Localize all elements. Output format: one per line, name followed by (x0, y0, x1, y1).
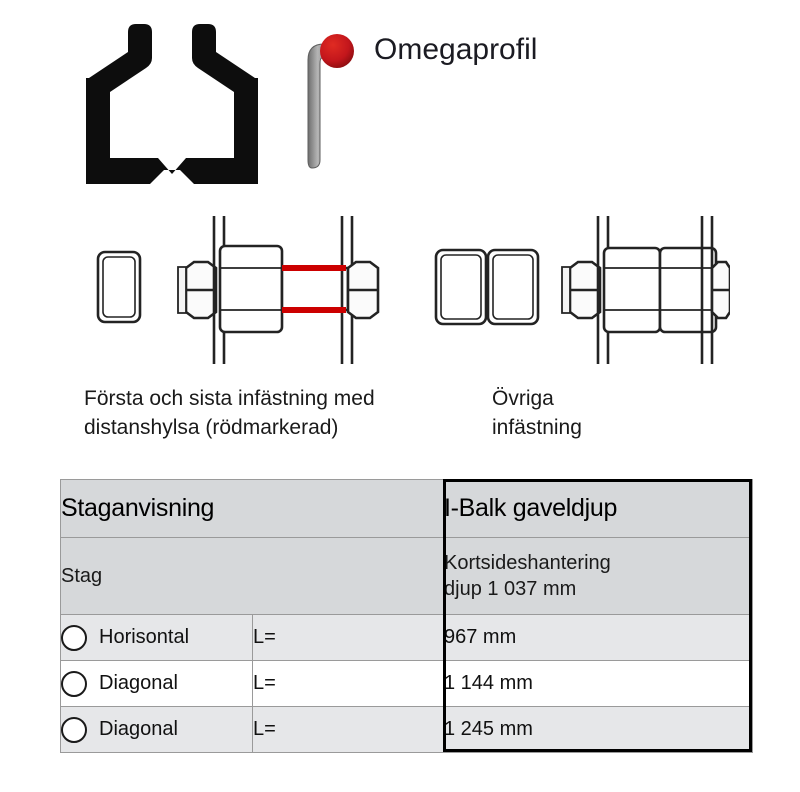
other-fastening-icon (430, 210, 730, 370)
option-label: Diagonal (99, 718, 178, 740)
table-row[interactable]: Horisontal L= 967 mm (60, 614, 753, 661)
option-cell-diagonal-2[interactable]: Diagonal (60, 706, 253, 753)
radio-button-horisontal[interactable] (61, 624, 87, 651)
top-illustration-band: Omegaprofil (0, 0, 800, 200)
specification-table-wrapper: Staganvisning I-Balk gaveldjup Stag Kort… (60, 479, 753, 753)
length-value: 967 mm (443, 614, 753, 661)
caption-first-last-line2: distanshylsa (rödmarkerad) (84, 416, 339, 439)
caption-first-last-fastening: Första och sista infästning med distansh… (84, 384, 484, 442)
option-label: Horisontal (99, 626, 190, 648)
subheader-kortsideshantering: Kortsideshantering djup 1 037 mm (443, 537, 753, 615)
subheader-stag: Stag (60, 537, 444, 615)
fastening-detail-band (0, 200, 800, 380)
omega-profile-icon (64, 18, 280, 190)
length-label: L= (252, 614, 444, 661)
header-staganvisning: Staganvisning (60, 479, 444, 538)
first-last-fastening-icon (90, 210, 400, 370)
kortsideshantering-line1: Kortsideshantering (444, 552, 611, 574)
kortsideshantering-line2: djup 1 037 mm (444, 578, 577, 600)
length-label: L= (252, 706, 444, 753)
specification-table: Staganvisning I-Balk gaveldjup Stag Kort… (60, 479, 753, 753)
figure-captions: Första och sista infästning med distansh… (0, 384, 800, 464)
table-header-row: Staganvisning I-Balk gaveldjup (60, 479, 753, 538)
table-row[interactable]: Diagonal L= 1 245 mm (60, 706, 753, 753)
option-cell-diagonal-1[interactable]: Diagonal (60, 660, 253, 707)
caption-other-fastening: Övriga infästning (492, 384, 722, 442)
table-subheader-row: Stag Kortsideshantering djup 1 037 mm (60, 537, 753, 615)
length-value: 1 144 mm (443, 660, 753, 707)
radio-button-diagonal-1[interactable] (61, 670, 87, 697)
radio-button-diagonal-2[interactable] (61, 716, 87, 743)
caption-other-line2: infästning (492, 416, 582, 439)
caption-first-last-line1: Första och sista infästning med (84, 387, 375, 410)
length-value: 1 245 mm (443, 706, 753, 753)
omega-profile-label: Omegaprofil (374, 33, 538, 66)
option-cell-horisontal[interactable]: Horisontal (60, 614, 253, 661)
length-label: L= (252, 660, 444, 707)
header-ibalk-gaveldjup: I-Balk gaveldjup (443, 479, 753, 538)
distance-sleeve-icon (296, 26, 360, 182)
table-row[interactable]: Diagonal L= 1 144 mm (60, 660, 753, 707)
caption-other-line1: Övriga (492, 387, 554, 410)
option-label: Diagonal (99, 672, 178, 694)
